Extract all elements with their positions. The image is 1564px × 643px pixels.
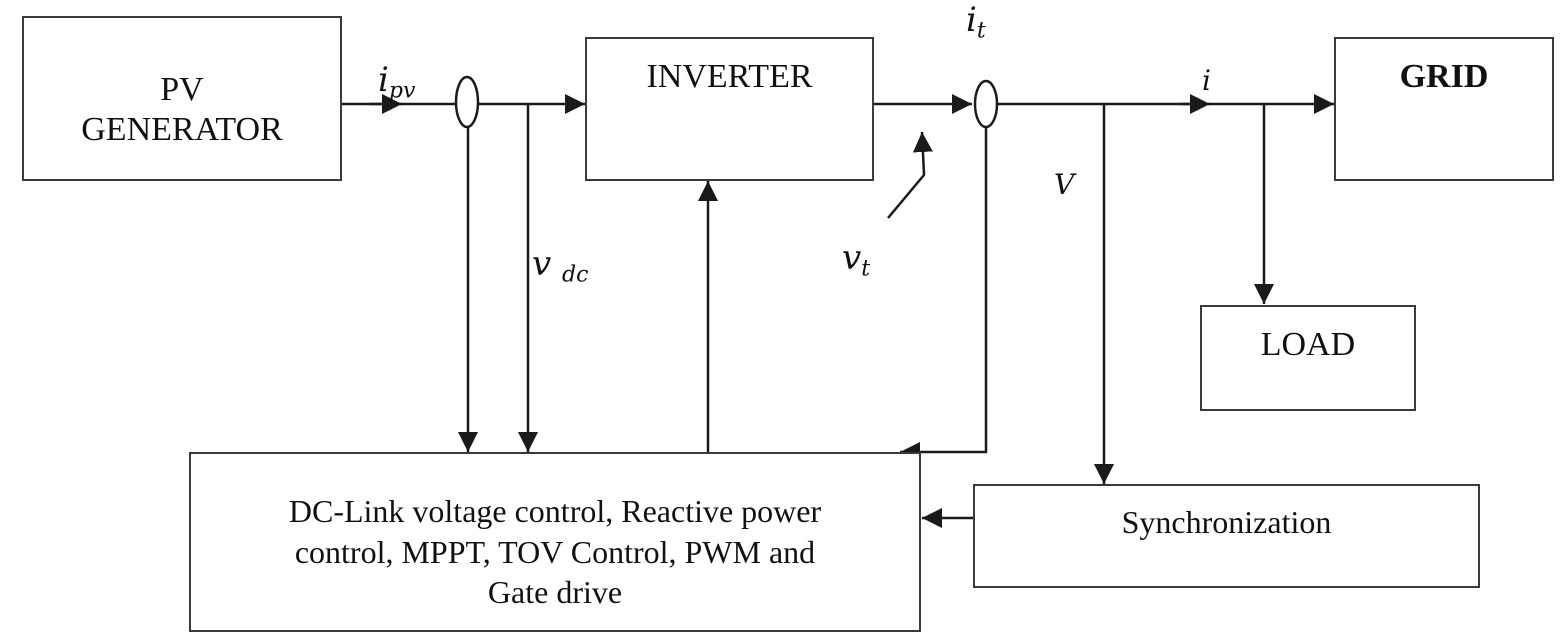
label-V-main: V bbox=[1054, 168, 1075, 201]
pv-label-line1: PV bbox=[160, 71, 204, 109]
synchronization-block: Synchronization bbox=[973, 484, 1480, 588]
pv-label-line2: GENERATOR bbox=[81, 110, 283, 148]
sync-label: Synchronization bbox=[1121, 504, 1332, 540]
control-label-line3: Gate drive bbox=[487, 574, 623, 611]
label-vt-sub: t bbox=[861, 256, 871, 282]
grid-block: GRID bbox=[1334, 37, 1554, 181]
label-i: i bbox=[1202, 64, 1211, 97]
label-ipv-sub: pv bbox=[388, 78, 416, 104]
inverter-label: INVERTER bbox=[646, 58, 813, 95]
label-vt: vt bbox=[842, 238, 870, 282]
label-it: it bbox=[966, 0, 986, 44]
label-vt-main: v bbox=[842, 238, 862, 278]
vt-indicator bbox=[887, 131, 933, 219]
control-block: DC-Link voltage control, Reactive power … bbox=[189, 452, 921, 632]
control-label-line1: DC-Link voltage control, Reactive power bbox=[288, 492, 822, 529]
grid-label: GRID bbox=[1399, 58, 1489, 95]
inverter-block: INVERTER bbox=[585, 37, 874, 181]
label-vdc-main: v bbox=[532, 244, 552, 284]
ipv-sensor bbox=[454, 75, 480, 129]
label-ipv: ipv bbox=[378, 60, 415, 104]
label-it-sub: t bbox=[976, 18, 986, 44]
label-ipv-main: i bbox=[378, 60, 389, 100]
load-label: LOAD bbox=[1260, 326, 1356, 363]
control-label-line2: control, MPPT, TOV Control, PWM and bbox=[294, 533, 816, 570]
label-vdc-sub: dc bbox=[562, 262, 589, 288]
label-vdc: v dc bbox=[532, 244, 588, 288]
label-V: V bbox=[1054, 168, 1074, 201]
load-block: LOAD bbox=[1200, 305, 1416, 411]
label-it-main: i bbox=[966, 0, 977, 40]
wire-it-to-control bbox=[900, 127, 988, 462]
it-sensor bbox=[973, 79, 999, 129]
label-i-main: i bbox=[1202, 64, 1211, 97]
pv-generator-block: PV GENERATOR bbox=[22, 16, 342, 181]
